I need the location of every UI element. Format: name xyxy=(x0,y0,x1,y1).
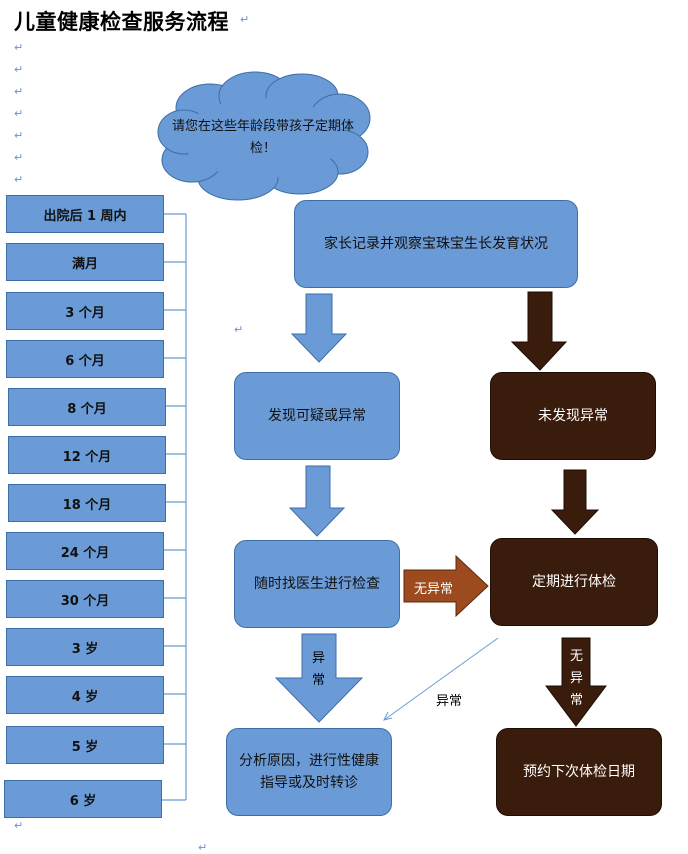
paragraph-mark-icon: ↵ xyxy=(14,151,24,164)
arrow-doctor-to-analyze xyxy=(274,633,364,723)
age-box: 4 岁 xyxy=(6,676,164,714)
label-char: 常 xyxy=(312,673,326,688)
paragraph-mark-icon: ↵ xyxy=(14,129,24,142)
paragraph-mark-icon: ↵ xyxy=(14,41,24,54)
cloud-text: 请您在这些年龄段带孩子定期体检！ xyxy=(171,119,354,156)
age-box: 出院后 1 周内 xyxy=(6,195,164,233)
age-box: 18 个月 xyxy=(8,484,166,522)
age-box: 满月 xyxy=(6,243,164,281)
label-char: 异 xyxy=(570,671,584,686)
label-no-abnormal: 无异常 xyxy=(414,582,454,597)
label-abnormal-diagonal: 异常 xyxy=(436,694,463,709)
paragraph-mark-icon: ↵ xyxy=(14,107,24,120)
arrow-noabnormal-to-checkup xyxy=(550,469,600,535)
paragraph-mark-icon: ↵ xyxy=(234,323,244,336)
age-box: 3 岁 xyxy=(6,628,164,666)
age-box: 3 个月 xyxy=(6,292,164,330)
paragraph-mark-icon: ↵ xyxy=(14,819,24,832)
paragraph-mark-icon: ↵ xyxy=(14,173,24,186)
schedule-next-box: 预约下次体检日期 xyxy=(496,728,662,816)
paragraph-mark-icon: ↵ xyxy=(14,63,24,76)
age-box: 8 个月 xyxy=(8,388,166,426)
paragraph-mark-icon: ↵ xyxy=(198,841,208,854)
age-box: 24 个月 xyxy=(6,532,164,570)
age-box: 6 岁 xyxy=(4,780,162,818)
paragraph-mark-icon: ↵ xyxy=(14,85,24,98)
age-box: 30 个月 xyxy=(6,580,164,618)
arrow-checkup-to-schedule xyxy=(545,637,607,727)
regular-checkup-box: 定期进行体检 xyxy=(490,538,658,626)
label-char: 异 xyxy=(312,651,326,666)
label-no-abnormal-vertical: 无 异 常 xyxy=(570,646,583,712)
page-title: 儿童健康检查服务流程 xyxy=(14,10,229,34)
label-abnormal-vertical: 异 常 xyxy=(312,648,325,692)
arrow-observe-to-suspicious xyxy=(290,293,348,363)
see-doctor-box: 随时找医生进行检查 xyxy=(234,540,400,628)
age-box: 5 岁 xyxy=(6,726,164,764)
label-char: 常 xyxy=(570,693,584,708)
age-bracket xyxy=(162,213,187,801)
suspicious-box: 发现可疑或异常 xyxy=(234,372,400,460)
age-box: 6 个月 xyxy=(6,340,164,378)
paragraph-mark-icon: ↵ xyxy=(240,13,250,26)
arrow-suspicious-to-doctor xyxy=(288,465,346,537)
analyze-box: 分析原因，进行性健康指导或及时转诊 xyxy=(226,728,392,816)
label-char: 无 xyxy=(570,649,584,664)
age-box: 12 个月 xyxy=(8,436,166,474)
no-abnormal-box: 未发现异常 xyxy=(490,372,656,460)
arrow-doctor-to-checkup xyxy=(403,554,489,618)
observe-box: 家长记录并观察宝珠宝生长发育状况 xyxy=(294,200,578,288)
cloud-shape xyxy=(157,71,371,201)
arrow-observe-to-noabnormal xyxy=(510,291,568,371)
arrow-checkup-to-analyze xyxy=(383,637,499,721)
